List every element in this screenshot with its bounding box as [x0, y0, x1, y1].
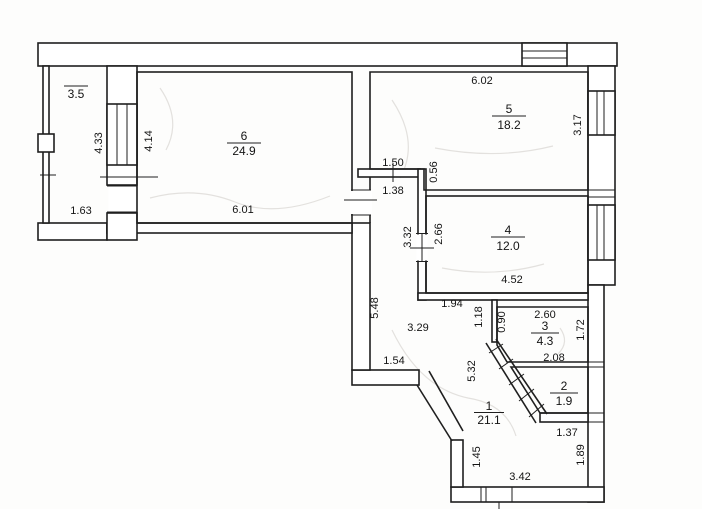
balcony-area: 3.5: [68, 87, 85, 101]
lower-left-wall: [450, 439, 464, 488]
dimension-labels-horizontal: 6.02 6.01 1.63 1.50 1.38 1.94 3.29 1.54 …: [70, 75, 577, 483]
room-2-outline: [509, 366, 589, 414]
partition-hatch-tick: [498, 358, 514, 370]
room-6-area: 24.9: [232, 144, 256, 158]
dim-room5-notch-depth: 0.56: [428, 161, 440, 182]
right-outer-wall-lower: [587, 284, 605, 503]
room2-bottom-wall: [539, 412, 589, 423]
room-6-outline: [136, 71, 353, 224]
room5-right-window: [587, 90, 616, 136]
dim-corridor-width: 1.38: [382, 185, 403, 197]
top-wall-window: [521, 42, 568, 67]
top-outer-wall: [37, 42, 618, 67]
smudge: [159, 87, 174, 151]
left-outer-wall-lower: [106, 212, 138, 241]
dim-room6-height: 4.14: [143, 130, 155, 151]
room-3-number: 3: [542, 319, 549, 333]
room-2-area: 1.9: [556, 394, 573, 408]
bottom-outer-wall: [450, 486, 605, 503]
dim-balcony-bottom-width: 1.63: [70, 205, 91, 217]
balcony-pillar: [37, 133, 55, 153]
room6-door-opening: [350, 191, 372, 214]
dim-room3-bottom-width: 2.08: [543, 352, 564, 364]
dim-hall-upper-width: 3.29: [407, 322, 428, 334]
walls: [37, 42, 618, 503]
smudge: [557, 327, 566, 355]
smudge: [441, 263, 545, 273]
balcony-door-opening: [108, 186, 136, 212]
room-1-number: 1: [486, 399, 493, 413]
room6-bottom-wall: [106, 222, 353, 234]
dim-room4-height: 2.66: [433, 223, 445, 244]
room-outlines: [136, 71, 589, 442]
dim-room5-right-height: 3.17: [572, 114, 584, 135]
dim-room4-width: 4.52: [501, 274, 522, 286]
dim-hall-lower-left-height: 1.45: [471, 446, 483, 467]
scan-smudges: [149, 87, 566, 437]
dim-hall-left-height: 5.48: [369, 297, 381, 318]
room-1-area: 21.1: [477, 413, 501, 427]
room-2-number: 2: [561, 379, 568, 393]
partition-hatch-tick: [518, 388, 535, 402]
smudge: [391, 329, 517, 437]
dim-hall-top-width: 1.94: [441, 298, 462, 310]
diagonal-outer-wall-line: [416, 384, 453, 442]
room-4-number: 4: [505, 223, 512, 237]
dim-hall-nook-right-height: 1.89: [575, 444, 587, 465]
room-5-area: 18.2: [497, 118, 521, 132]
dim-balcony-height: 4.33: [93, 132, 105, 153]
room-5-number: 5: [506, 102, 513, 116]
room-4-area: 12.0: [496, 239, 520, 253]
dim-hall-bottom-width: 3.42: [509, 471, 530, 483]
room-labels: 6 24.9 5 18.2 4 12.0 3 4.3 2 1.9 1 21.1 …: [64, 85, 578, 427]
partition-hatch-tick: [488, 343, 504, 354]
dim-room3-top-width: 2.60: [534, 309, 555, 321]
diagonal-partition-line: [495, 338, 548, 415]
room-5-outline: [369, 71, 589, 191]
room-3-outline: [496, 306, 589, 363]
dimension-ticks: [40, 163, 500, 509]
dim-room2-bottom-width: 1.37: [556, 427, 577, 439]
room4-right-window: [587, 204, 616, 261]
dim-corridor-top-opening: 1.50: [382, 157, 403, 169]
dim-room3-right-height: 1.72: [575, 319, 587, 340]
dimension-labels-vertical: 4.33 4.14 3.17 0.56 3.32 2.66 5.48 1.18 …: [93, 114, 587, 467]
hall-step-wall: [351, 369, 420, 386]
partition-hatch-tick: [508, 373, 525, 386]
dim-hall-diag-height: 5.32: [466, 360, 478, 381]
corridor-top-wall: [357, 168, 421, 178]
balcony-bottom-slab: [37, 222, 108, 241]
dim-room5-top-width: 6.02: [471, 75, 492, 87]
dim-corridor-height: 3.32: [402, 226, 414, 247]
smudge: [434, 145, 554, 155]
balcony-window-block: [106, 103, 138, 166]
dim-room6-bottom-width: 6.01: [232, 204, 253, 216]
left-wall-lower-section: [351, 222, 371, 371]
dim-room3-wall-height: 1.18: [473, 306, 485, 327]
dim-room3-left-height: 0.90: [496, 311, 508, 332]
dim-hall-step-width: 1.54: [383, 355, 404, 367]
smudge: [149, 192, 331, 210]
room-3-area: 4.3: [537, 334, 554, 348]
diagonal-outer-wall-line: [428, 370, 464, 432]
room-6-number: 6: [241, 129, 248, 143]
partition-hatch-tick: [528, 403, 545, 418]
